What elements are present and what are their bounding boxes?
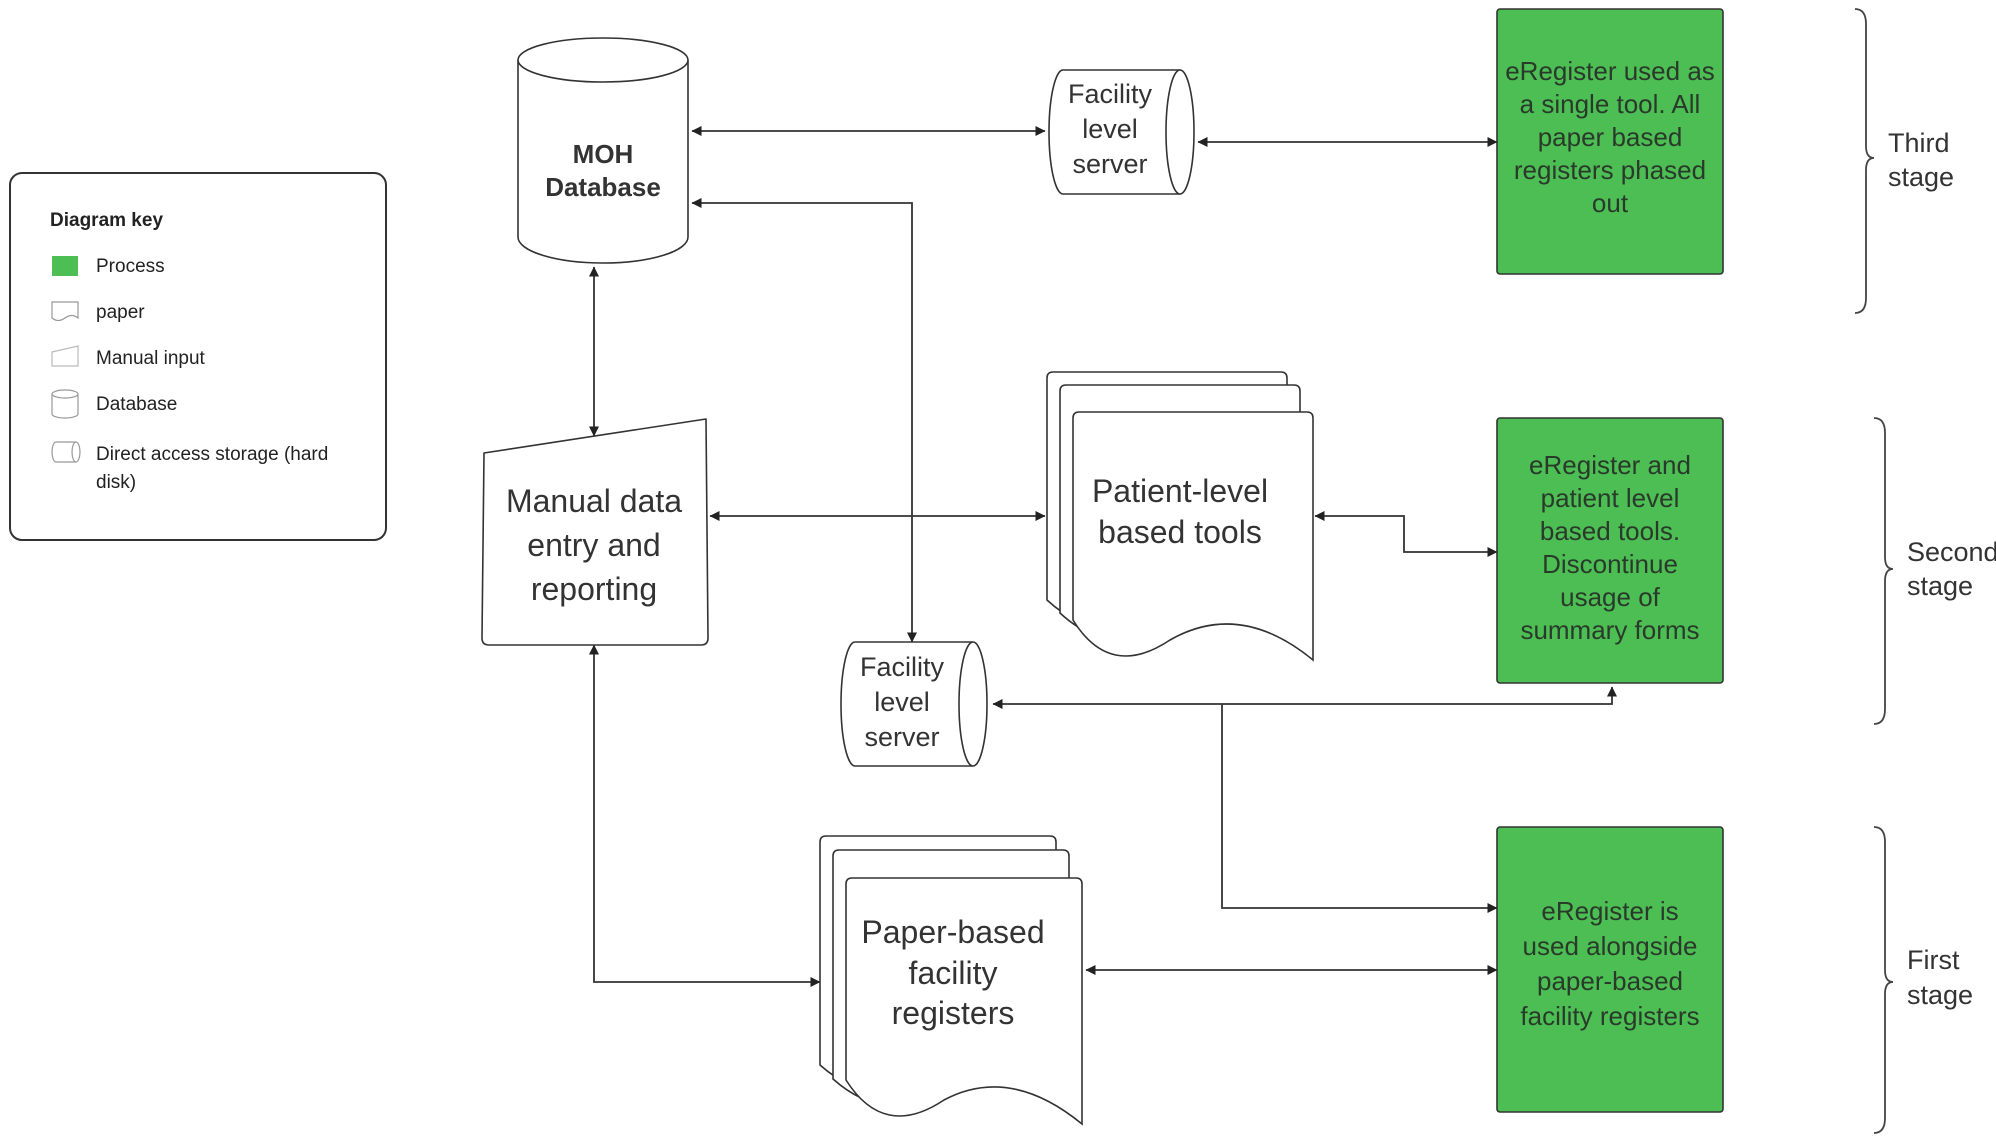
paper-registers-label-2: facility [909, 955, 998, 991]
manual-entry-label-3: reporting [531, 571, 657, 607]
paper-registers-label-3: registers [892, 995, 1015, 1031]
diagram-key: Diagram key Process paper Manual input D… [9, 172, 387, 541]
first-stage-brace: First stage [1873, 826, 1973, 1134]
process-second-label-1: eRegister and [1529, 450, 1691, 480]
patient-tools-label-2: based tools [1098, 514, 1262, 550]
process-third-label-1: eRegister used as [1505, 56, 1715, 86]
process-second-label-2: patient level [1541, 483, 1680, 513]
process-second-label-5: usage of [1560, 582, 1661, 612]
key-label-direct-access-storage: Direct access storage (hard [96, 444, 328, 465]
patient-tools-label-1: Patient-level [1092, 473, 1268, 509]
second-stage-brace: Second stage [1873, 417, 1996, 725]
moh-database-label-1: MOH [573, 139, 634, 169]
process-first-label-3: paper-based [1537, 966, 1683, 996]
paper-registers-label-1: Paper-based [861, 914, 1044, 950]
process-first-label-4: facility registers [1520, 1001, 1699, 1031]
facility-server-mid: Facility level server [840, 641, 988, 767]
process-third-label-3: paper based [1538, 122, 1683, 152]
process-third-label-4: registers phased [1514, 155, 1706, 185]
process-third-label-2: a single tool. All [1520, 89, 1701, 119]
connectors [589, 126, 1617, 987]
first-stage-label-1: First [1907, 945, 1960, 975]
facility-server-mid-label-2: level [874, 687, 930, 717]
third-stage-label-2: stage [1888, 162, 1954, 192]
database-key-symbol [51, 389, 79, 419]
key-label-paper: paper [96, 302, 145, 323]
first-stage-label-2: stage [1907, 980, 1973, 1010]
facility-server-top-label-3: server [1072, 149, 1147, 179]
process-second-label-4: Discontinue [1542, 549, 1678, 579]
process-first-label-1: eRegister is [1541, 896, 1678, 926]
manual-entry-label-1: Manual data [506, 483, 682, 519]
connector-patient-tools-to-second-stage [1314, 511, 1498, 557]
process-second-label-6: summary forms [1520, 615, 1699, 645]
connector-manual-entry-to-paper-registers [589, 644, 821, 987]
manual-entry-label-2: entry and [527, 527, 660, 563]
process-third-label-5: out [1592, 188, 1629, 218]
facility-server-top: Facility level server [1048, 69, 1195, 195]
key-label-manual-input: Manual input [96, 348, 206, 369]
third-stage-label-1: Third [1888, 128, 1950, 158]
moh-database-label-2: Database [545, 172, 661, 202]
process-second-label-3: based tools. [1540, 516, 1680, 546]
second-stage-label-1: Second [1907, 537, 1996, 567]
key-label-direct-access-storage-2: disk) [96, 472, 136, 493]
direct-access-storage-key-symbol [51, 441, 81, 463]
process-key-swatch [52, 256, 78, 276]
process-third-stage: eRegister used as a single tool. All pap… [1496, 8, 1724, 275]
connector-to-first-stage [1221, 704, 1498, 913]
patient-level-tools: Patient-level based tools [1046, 371, 1314, 662]
connector-moh-to-facility-server-mid [691, 198, 917, 643]
process-second-stage: eRegister and patient level based tools.… [1496, 417, 1724, 684]
key-label-process: Process [96, 256, 165, 277]
moh-database: MOH Database [517, 37, 689, 264]
third-stage-brace: Third stage [1854, 8, 1954, 314]
facility-server-mid-label-1: Facility [860, 652, 945, 682]
diagram-key-title: Diagram key [50, 210, 163, 231]
connector-facility-server-mid-to-second-stage [992, 686, 1617, 709]
paper-key-symbol [51, 301, 79, 322]
second-stage-label-2: stage [1907, 571, 1973, 601]
manual-input-key-symbol [51, 345, 79, 367]
facility-server-top-label-2: level [1082, 114, 1138, 144]
key-label-database: Database [96, 394, 177, 415]
facility-server-mid-label-3: server [864, 722, 939, 752]
manual-data-entry: Manual data entry and reporting [481, 418, 709, 646]
process-first-stage: eRegister is used alongside paper-based … [1496, 826, 1724, 1113]
process-first-label-2: used alongside [1523, 931, 1698, 961]
facility-server-top-label-1: Facility [1068, 79, 1153, 109]
paper-based-registers: Paper-based facility registers [819, 835, 1083, 1126]
